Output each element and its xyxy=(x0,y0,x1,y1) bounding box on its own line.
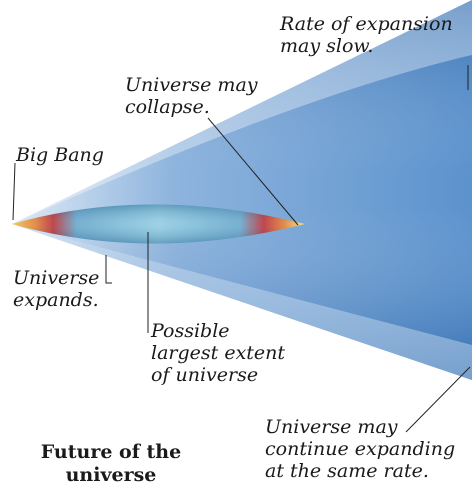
expansion-cone xyxy=(12,0,472,380)
figure-caption: Future of the universe xyxy=(40,441,182,486)
leader-collapse xyxy=(207,117,299,226)
leader-lines xyxy=(12,65,471,433)
leader-expands xyxy=(105,255,112,284)
label-rate-of-expansion: Rate of expansion may slow. xyxy=(280,13,453,57)
steady-boundary xyxy=(12,224,472,380)
label-universe-may-collapse: Universe may collapse. xyxy=(125,74,258,118)
label-continue-same-rate: Universe may continue expanding at the s… xyxy=(265,416,456,482)
label-universe-expands: Universe expands. xyxy=(13,267,100,311)
leader-big-bang xyxy=(12,162,16,221)
leader-same-rate xyxy=(405,366,471,433)
label-largest-extent: Possible largest extent of universe xyxy=(151,320,286,386)
collapse-lens xyxy=(12,204,305,244)
slowing-boundary xyxy=(12,0,472,224)
label-big-bang: Big Bang xyxy=(16,144,104,166)
